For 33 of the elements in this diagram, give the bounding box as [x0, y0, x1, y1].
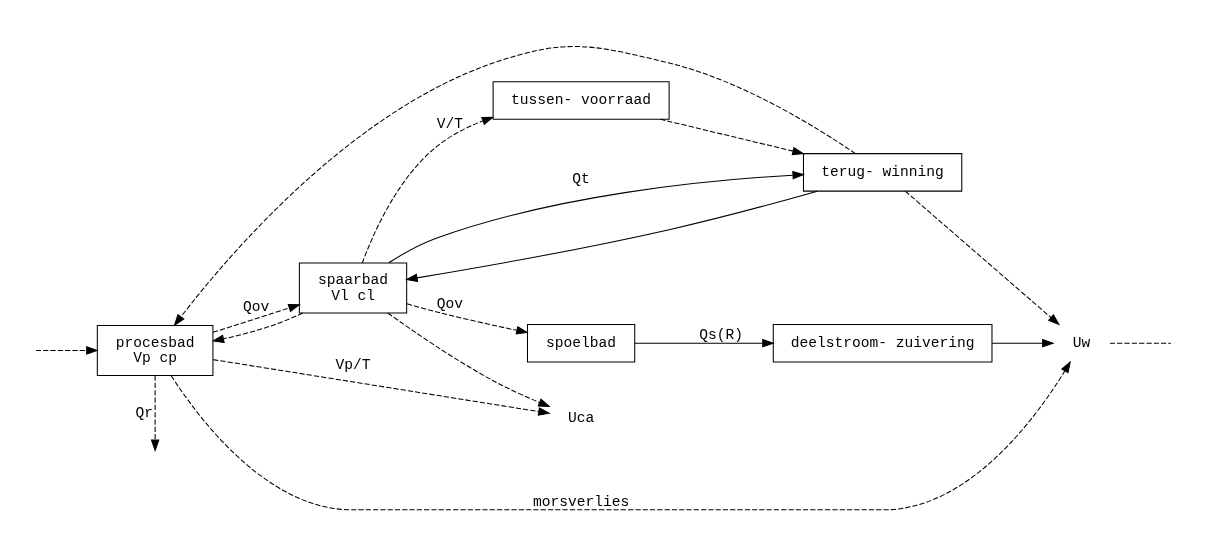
- arrow: [387, 312, 551, 408]
- edge-label: Qov: [436, 295, 463, 312]
- node-box: spaarbad Vl cl: [298, 262, 408, 314]
- node-box: procesbad Vp cp: [96, 324, 214, 376]
- arrow: [388, 170, 805, 264]
- node-box: spoelbad: [526, 323, 636, 363]
- edge-label: Qt: [572, 171, 590, 188]
- edge-label: morsverlies: [532, 493, 630, 510]
- node-text: Uw: [1072, 335, 1091, 352]
- node-text: Uca: [567, 410, 595, 427]
- arrow: [659, 118, 805, 156]
- arrow: [406, 303, 529, 335]
- edge-label: Qov: [243, 299, 270, 316]
- arrow: [150, 375, 160, 452]
- edge-label: V/T: [436, 115, 463, 132]
- edge-label: Vp/T: [335, 357, 371, 374]
- arrow: [170, 360, 1071, 511]
- edge-label: Qs(R): [699, 327, 744, 344]
- arrow: [904, 190, 1061, 326]
- arrow: [405, 190, 818, 283]
- node-box: deelstroom- zuivering: [772, 323, 993, 363]
- arrow: [211, 312, 304, 344]
- node-box: tussen- voorraad: [492, 81, 670, 120]
- connector: [1109, 342, 1172, 344]
- arrow: [212, 359, 551, 416]
- arrow: [361, 116, 495, 264]
- node-box: terug- winning: [802, 153, 963, 192]
- arrow: [173, 46, 856, 327]
- arrow: [212, 303, 301, 333]
- edge-label: Qr: [135, 404, 153, 421]
- arrow: [634, 338, 775, 348]
- arrow: [991, 338, 1055, 348]
- arrow: [35, 346, 99, 355]
